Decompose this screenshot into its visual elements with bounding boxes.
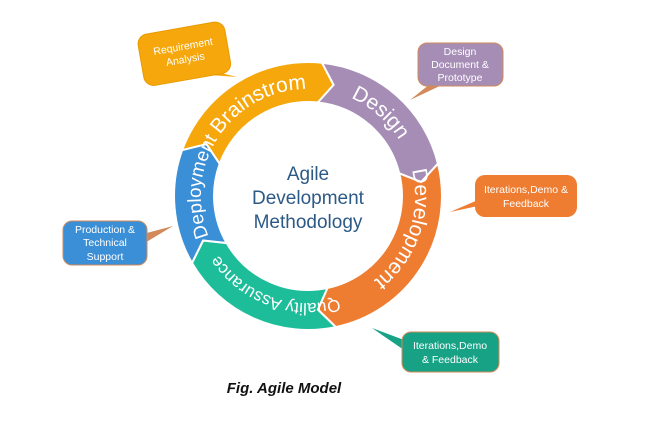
callout-text: Document & <box>431 59 489 71</box>
callout-text: Prototype <box>438 72 483 84</box>
callout-text: Feedback <box>503 198 550 210</box>
callout-text: Support <box>87 251 124 263</box>
segment-deployment <box>173 143 229 266</box>
callout-text: Design <box>444 46 477 58</box>
callout-development-feedback: Iterations,Demo & Feedback <box>450 175 577 217</box>
callout-text: Iterations,Demo & <box>484 184 568 196</box>
callout-text: & Feedback <box>422 354 479 366</box>
center-line: Development <box>252 188 365 209</box>
callout-requirement-analysis: Requirement Analysis <box>137 21 238 86</box>
callout-text: Production & <box>75 224 135 236</box>
figure-caption: Fig. Agile Model <box>227 380 342 397</box>
center-line: Methodology <box>254 212 363 233</box>
callout-production-support: Production & Technical Support <box>62 220 173 266</box>
callout-text: Iterations,Demo <box>413 340 487 352</box>
callout-qa-feedback: Iterations,Demo & Feedback <box>372 328 500 373</box>
center-line: Agile <box>287 164 329 185</box>
callout-design-document: Design Document & Prototype <box>410 42 504 100</box>
center-title: Agile Development Methodology <box>252 164 365 233</box>
callout-text: Technical <box>83 237 127 249</box>
